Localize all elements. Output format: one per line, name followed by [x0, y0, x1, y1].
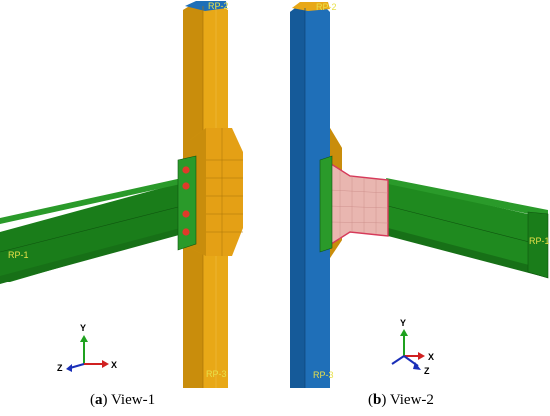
view-2-label-beam: RP-1	[529, 236, 550, 246]
bolt-3	[182, 210, 190, 218]
view-2-label-top: RP-2	[316, 2, 337, 12]
bolt-4	[182, 228, 190, 236]
view-1-label-top: RP-2	[208, 1, 229, 11]
view-2-shear-panel	[327, 160, 389, 248]
view-1-beam	[0, 178, 190, 284]
view-1-label-beam: RP-1	[8, 250, 29, 260]
view-2-label-bottom: RP-3	[313, 370, 334, 380]
view-1-connection-block	[190, 128, 243, 256]
view-2-end-plate	[319, 155, 333, 253]
view-2-axis-y: Y	[400, 318, 406, 328]
view-1: RP-2 RP-1 RP-3 Y Z X	[0, 1, 243, 388]
view-1-axis-y: Y	[80, 323, 86, 333]
view-2-beam	[386, 178, 549, 279]
view-2-axis-z: Z	[424, 366, 430, 376]
caption-view-1: (a) View-1	[90, 392, 156, 408]
view-2-axis-triad: Y Z X	[391, 318, 434, 376]
view-2-axis-x: X	[428, 352, 434, 362]
view-2: RP-2 RP-1 RP-3 Y Z X	[290, 2, 550, 388]
bolt-2	[182, 182, 190, 190]
view-1-axis-x: X	[111, 360, 117, 370]
caption-view-2: (b) View-2	[368, 392, 434, 408]
bolt-1	[182, 166, 190, 174]
view-2-column	[290, 2, 330, 388]
view-1-axis-triad: Y Z X	[57, 323, 117, 373]
view-1-label-bottom: RP-3	[206, 369, 227, 379]
view-1-end-plate	[177, 155, 197, 251]
view-1-axis-z: Z	[57, 363, 63, 373]
